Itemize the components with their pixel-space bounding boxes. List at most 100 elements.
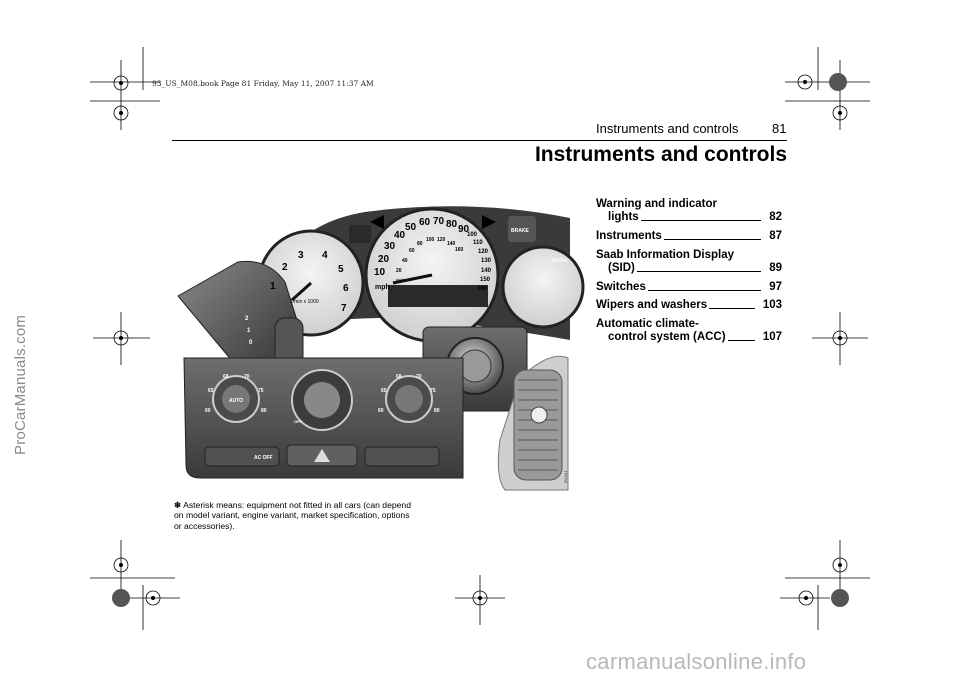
- toc-leader: [636, 271, 762, 273]
- speedo-outer-150: 150: [480, 277, 491, 283]
- toc-entry-title-cont: (SID): [608, 261, 635, 274]
- footnote-text: Asterisk means: equipment not fitted in …: [174, 500, 411, 531]
- toc-page-number: 107: [762, 331, 782, 344]
- speedo-outer-140: 140: [481, 268, 492, 274]
- tacho-unit: 1/min x 1000: [290, 299, 319, 305]
- acc-left-temp-65: 65: [208, 388, 214, 394]
- speedo-kmh-20: 20: [396, 268, 402, 274]
- page-number: 81: [772, 121, 787, 136]
- turbo-label: turbo: [552, 258, 568, 264]
- hazard-icon: [314, 449, 330, 462]
- toc-entry[interactable]: Switches 97: [596, 281, 782, 294]
- speedo-kmh-80: 80: [417, 241, 423, 247]
- speedo-unit: mph: [375, 284, 390, 291]
- speedo-mph-70: 70: [433, 216, 445, 227]
- speedo-unit-small: km/h: [396, 277, 405, 282]
- acc-right-temp-68: 68: [396, 374, 402, 380]
- climate-control-panel: [183, 357, 464, 479]
- toc-leader: [640, 220, 762, 222]
- toc-entry[interactable]: Saab Information Display (SID) 89: [596, 249, 782, 275]
- toc-entry[interactable]: Automatic climate- control system (ACC) 1…: [596, 318, 782, 344]
- speedo-mph-50: 50: [405, 222, 417, 233]
- toc-leader: [709, 308, 755, 310]
- tacho-label-6: 6: [343, 283, 349, 294]
- toc-entry-title: Saab Information Display: [596, 248, 735, 261]
- toc-entry-title: Wipers and washers: [596, 299, 708, 312]
- speedo-mph-10: 10: [374, 267, 386, 278]
- acc-left-temp-60: 60: [205, 408, 211, 414]
- speedo-mph-80: 80: [446, 219, 458, 230]
- acc-left-temp-70: 70: [244, 374, 250, 380]
- figure-code: IB1041: [563, 470, 568, 483]
- stalk-position-0: 0: [249, 340, 253, 346]
- footnote: ❄ Asterisk means: equipment not fitted i…: [174, 500, 414, 531]
- running-head: Instruments and controls: [596, 121, 739, 136]
- speedo-outer-110: 110: [473, 240, 483, 246]
- tacho-label-2: 2: [282, 262, 288, 273]
- acc-left-temp-75: 75: [258, 388, 264, 394]
- speedo-mph-40: 40: [394, 230, 406, 241]
- toc-page-number: 87: [769, 229, 782, 242]
- toc-entry[interactable]: Instruments 87: [596, 230, 782, 243]
- speedo-kmh-40: 40: [402, 258, 408, 264]
- speedo-outer-160: 160: [477, 286, 488, 292]
- acc-right-temp-75: 75: [430, 388, 436, 394]
- turn-right-arrow-icon: [482, 215, 496, 229]
- stalk-position-2: 2: [245, 316, 249, 322]
- toc-leader: [647, 289, 762, 291]
- toc-page-number: 97: [769, 280, 782, 293]
- speedo-mph-30: 30: [384, 241, 396, 252]
- acc-right-temp-80: 80: [434, 408, 440, 414]
- speedo-mph-60: 60: [419, 217, 431, 228]
- auto-label: AUTO: [229, 398, 243, 404]
- acc-right-temp-65: 65: [381, 388, 387, 394]
- speedo-kmh-120: 120: [437, 237, 446, 243]
- toc-entry-title: Instruments: [596, 229, 662, 242]
- tacho-label-4: 4: [322, 250, 328, 261]
- table-of-contents: Warning and indicator lights 82 Instrumen…: [596, 198, 782, 350]
- turn-left-arrow-icon: [370, 215, 384, 229]
- acc-right-temp-70: 70: [416, 374, 422, 380]
- toc-entry-title: Warning and indicator: [596, 198, 717, 210]
- speedo-kmh-60: 60: [409, 248, 415, 254]
- tacho-label-5: 5: [338, 264, 344, 275]
- toc-entry[interactable]: Warning and indicator lights 82: [596, 198, 782, 224]
- wiper-stalk: [177, 260, 304, 381]
- bottom-watermark: carmanualsonline.info: [586, 649, 807, 674]
- toc-entry-title-cont: control system (ACC): [608, 331, 726, 344]
- toc-entry-title-cont: lights: [608, 211, 639, 224]
- stalk-position-1: 1: [247, 328, 251, 334]
- speedo-kmh-100: 100: [426, 237, 435, 243]
- toc-leader: [663, 239, 762, 241]
- toc-entry-title: Switches: [596, 280, 646, 293]
- snowflake-icon: ❄: [174, 500, 182, 510]
- brake-warning-icon: [508, 216, 536, 242]
- print-info: 93_US_M08.book Page 81 Friday, May 11, 2…: [152, 79, 374, 88]
- tacho-label-3: 3: [298, 250, 304, 261]
- toc-entry-title: Automatic climate-: [596, 317, 699, 330]
- toc-entry[interactable]: Wipers and washers 103: [596, 299, 782, 312]
- acc-left-temp-80: 80: [261, 408, 267, 414]
- tacho-label-7: 7: [341, 303, 347, 314]
- fan-off-label: OFF: [294, 419, 303, 424]
- toc-page-number: 82: [769, 211, 782, 224]
- speedo-outer-130: 130: [481, 258, 492, 264]
- speedo-mph-90: 90: [458, 224, 470, 235]
- speedo-outer-120: 120: [478, 249, 489, 255]
- toc-leader: [727, 340, 755, 342]
- toc-page-number: 89: [769, 261, 782, 274]
- speedo-mph-20: 20: [378, 254, 390, 265]
- acc-right-temp-60: 60: [378, 408, 384, 414]
- brake-label: BRAKE: [511, 228, 529, 234]
- page-title: Instruments and controls: [534, 143, 787, 166]
- speedo-outer-100: 100: [467, 232, 478, 238]
- toc-page-number: 103: [762, 299, 782, 312]
- tacho-label-1: 1: [270, 281, 276, 292]
- air-vent: [497, 355, 569, 491]
- speedo-kmh-140: 140: [447, 241, 456, 247]
- ac-off-label: AC OFF: [254, 455, 273, 461]
- speedo-kmh-160: 160: [455, 247, 464, 253]
- header-rule: [172, 140, 787, 141]
